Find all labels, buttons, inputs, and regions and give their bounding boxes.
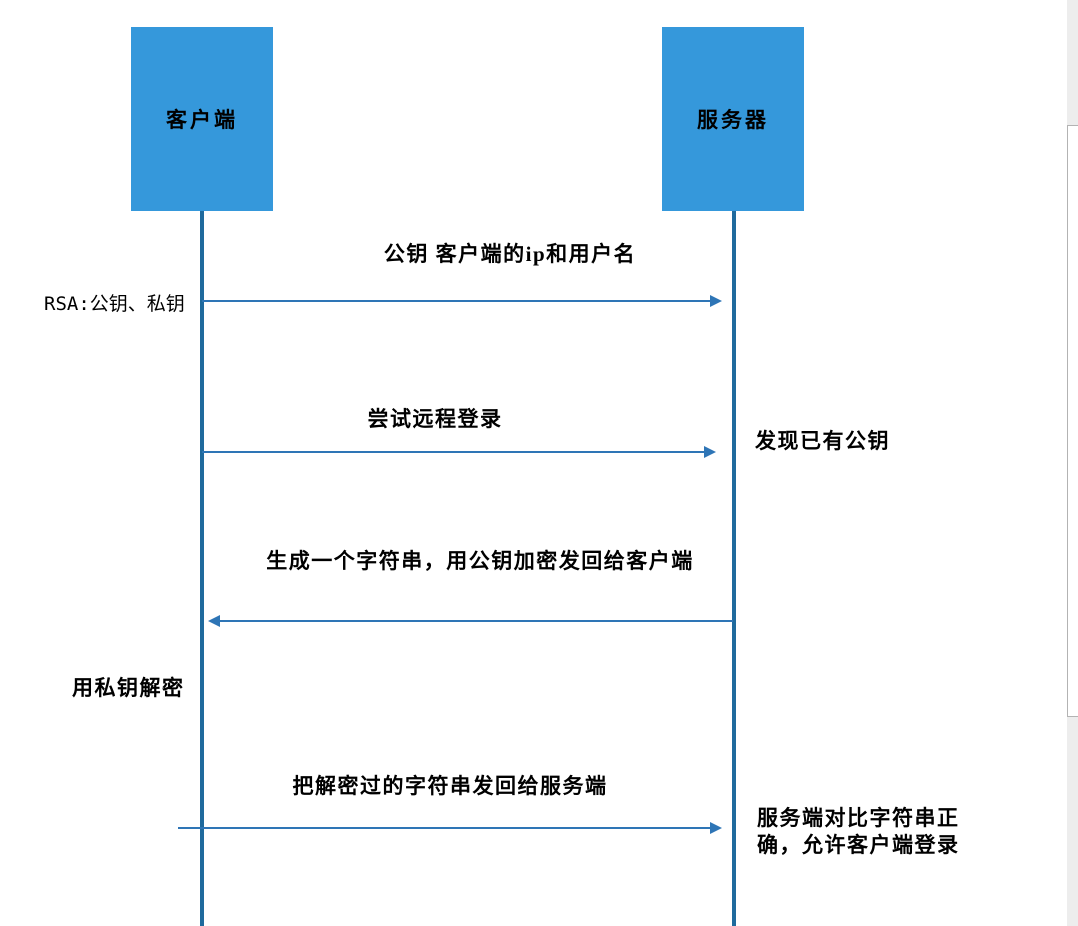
side-note-verify-login: 服务端对比字符串正确，允许客户端登录 bbox=[757, 806, 960, 857]
message-label-try-login: 尝试远程登录 bbox=[367, 407, 503, 431]
scrollbar-track-bottom[interactable] bbox=[1067, 717, 1078, 926]
message-arrow-public-key bbox=[202, 295, 722, 307]
side-note-found-key: 发现已有公钥 bbox=[755, 429, 890, 453]
scrollbar-thumb[interactable] bbox=[1067, 125, 1078, 717]
actor-label-server: 服务器 bbox=[697, 108, 769, 132]
message-label-encrypted-string: 生成一个字符串，用公钥加密发回给客户端 bbox=[266, 549, 694, 573]
actor-box-server: 服务器 bbox=[662, 27, 804, 211]
actor-box-client: 客户端 bbox=[131, 27, 273, 211]
message-arrow-encrypted-string bbox=[208, 615, 733, 627]
scrollbar-track-top[interactable] bbox=[1067, 0, 1078, 125]
lifeline-client bbox=[200, 211, 204, 926]
actor-label-client: 客户端 bbox=[166, 108, 238, 132]
vertical-scrollbar[interactable] bbox=[1067, 0, 1078, 926]
message-label-public-key: 公钥 客户端的ip和用户名 bbox=[383, 242, 637, 266]
message-arrow-decrypted-string bbox=[178, 822, 722, 834]
side-note-decrypt: 用私钥解密 bbox=[72, 676, 185, 700]
message-label-decrypted-string: 把解密过的字符串发回给服务端 bbox=[292, 774, 608, 798]
side-note-rsa-keys: RSA:公钥、私钥 bbox=[44, 293, 185, 315]
message-arrow-try-login bbox=[202, 446, 716, 458]
lifeline-server bbox=[732, 211, 736, 926]
